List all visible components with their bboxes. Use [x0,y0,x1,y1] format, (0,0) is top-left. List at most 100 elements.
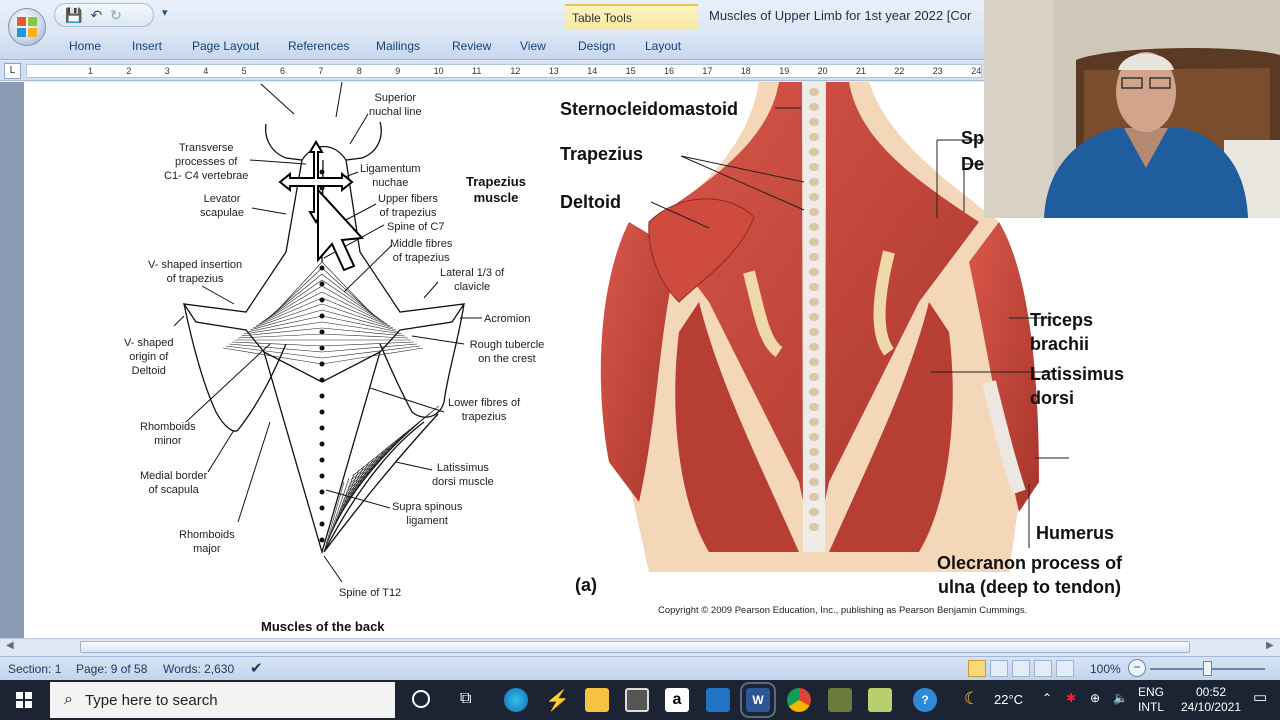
zoom-level[interactable]: 100% [1090,662,1121,676]
ruler-number: 13 [548,66,559,76]
spine-dot [319,377,325,383]
status-section[interactable]: Section: 1 [8,662,62,676]
vertebra [809,103,819,111]
muscle-fibre [249,309,323,331]
ruler-number: 24 [971,66,982,76]
ruler-number: 6 [280,66,286,76]
zoom-out-icon[interactable]: − [1128,659,1146,677]
vertebra [809,433,819,441]
status-bar: Section: 1 Page: 9 of 58 Words: 2,630 ✔ … [0,656,1280,680]
muscle-fibre [321,341,415,347]
file-explorer-icon[interactable] [585,688,609,712]
spine-dot [319,313,325,319]
status-words[interactable]: Words: 2,630 [163,662,235,676]
tab-references[interactable]: References [288,39,350,53]
full-screen-reading-icon[interactable] [990,660,1008,677]
vertebra [809,208,819,216]
windows-start-icon[interactable] [16,692,32,708]
vertebra [809,388,819,396]
vertebra [809,133,819,141]
vertebra [809,358,819,366]
view-buttons [968,660,1078,678]
label-spine-c7: Spine of C7 [387,221,445,233]
web-layout-icon[interactable] [1012,660,1030,677]
cortana-icon[interactable] [412,690,430,708]
notifications-icon[interactable]: ▭ [1253,689,1268,706]
tab-insert[interactable]: Insert [132,39,163,53]
label-rough-tubercle: Rough tubercle on the crest [469,339,545,365]
word-icon[interactable]: W [740,682,776,718]
show-hidden-icons[interactable]: ⌃ [1042,691,1053,705]
mail-icon[interactable] [706,688,730,712]
tab-mailings[interactable]: Mailings [376,39,421,53]
chrome-icon[interactable] [787,688,811,712]
ruler-number: 15 [625,66,636,76]
muscle-fibre [225,345,323,359]
edge-icon[interactable] [504,688,528,712]
task-view-icon[interactable]: ⧉ [460,690,472,707]
customize-toolbar-icon[interactable]: ▾ [162,7,168,19]
spelling-check-icon[interactable]: ✔ [250,660,263,677]
vertebra [809,343,819,351]
tab-home[interactable]: Home [69,39,102,53]
back-muscles-diagram [173,82,482,583]
muscle-fibre [321,347,424,365]
muscle-fibre [321,343,418,353]
label-triceps-brachii: Triceps brachii [1030,310,1094,354]
tab-layout[interactable]: Layout [645,39,682,53]
zoom-slider-thumb[interactable] [1203,661,1212,676]
redo-icon[interactable]: ↻ [110,6,122,23]
scroll-right-icon[interactable]: ▶ [1266,640,1274,651]
tab-selector[interactable]: L [4,63,21,79]
antivirus-icon[interactable]: ✱ [1066,691,1077,705]
network-globe-icon[interactable]: ⊕ [1090,691,1101,705]
tab-review[interactable]: Review [452,39,492,53]
save-icon[interactable]: 💾 [65,6,83,23]
tab-design[interactable]: Design [578,39,616,53]
presenter-video-image [984,0,1280,218]
notes-app-icon[interactable] [868,688,892,712]
camera-app-icon[interactable] [828,688,852,712]
office-button[interactable] [8,8,46,46]
label-sp: Sp [961,128,985,148]
store-icon[interactable] [625,688,649,712]
label-medial-border: Medial border of scapula [140,470,208,496]
muscle-fibre [240,327,323,337]
ruler-number: 9 [395,66,401,76]
tab-view[interactable]: View [520,39,546,53]
label-rhomboids-minor: Rhomboids minor [140,421,196,447]
horizontal-scrollbar[interactable]: ◀ ▶ [0,638,1280,656]
draft-view-icon[interactable] [1056,660,1074,677]
muscle-fibre [270,267,323,317]
lightning-app-icon[interactable]: ⚡ [545,688,570,712]
vertebra [809,493,819,501]
ruler-number: 23 [932,66,943,76]
label-sternocleidomastoid: Sternocleidomastoid [560,99,739,119]
status-page[interactable]: Page: 9 of 58 [76,662,148,676]
outline-view-icon[interactable] [1034,660,1052,677]
taskbar-search[interactable]: ⌕ Type here to search [50,682,395,718]
undo-icon[interactable]: ↶ [90,6,103,23]
weather-temp[interactable]: 22°C [994,692,1024,707]
tab-page-layout[interactable]: Page Layout [192,39,260,53]
label-olecranon: Olecranon process of ulna (deep to tendo… [937,553,1123,597]
move-cursor-icon [278,140,365,272]
volume-icon[interactable]: 🔈 [1113,691,1128,705]
clock[interactable]: 00:52 24/10/2021 [1178,685,1244,715]
muscle-fibre [321,345,421,359]
language-indicator[interactable]: ENG INTL [1138,685,1164,715]
help-icon[interactable]: ? [913,688,937,712]
spine-dot [319,169,325,175]
label-acromion: Acromion [484,313,531,325]
vertebra [809,163,819,171]
muscle-fibre [228,343,323,353]
figure-caption: Muscles of the back [261,619,385,634]
label-levator-scapulae: Levator scapulae [200,193,245,219]
table-tools-context: Table Tools [565,4,698,30]
scroll-thumb[interactable] [80,641,1190,653]
scroll-left-icon[interactable]: ◀ [6,640,14,651]
print-layout-view-icon[interactable] [968,660,986,677]
amazon-icon[interactable]: a [665,688,689,712]
weather-moon-icon[interactable]: ☾ [964,689,980,708]
